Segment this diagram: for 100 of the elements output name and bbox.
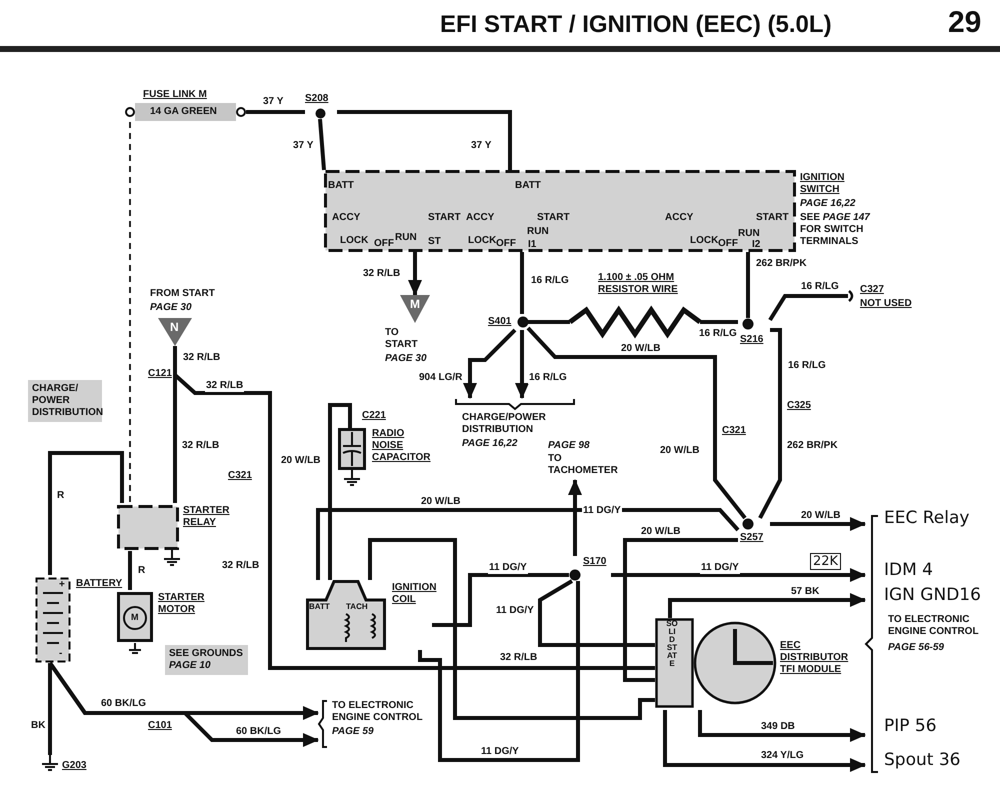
- terminal-label: ACCY: [332, 212, 360, 224]
- page-number: 29: [948, 6, 982, 40]
- component-label: EEC DISTRIBUTOR TFI MODULE: [780, 640, 850, 676]
- connector-label: NOT USED: [860, 298, 912, 310]
- component-label: IGNITION COIL: [392, 582, 437, 606]
- wire-arrow: [611, 568, 866, 582]
- terminal-label: I2: [752, 239, 760, 251]
- splice-label: S216: [740, 334, 764, 346]
- terminal-label: OFF: [496, 238, 516, 250]
- page-reference: PAGE 98: [548, 440, 590, 452]
- component-label: RADIO NOISE CAPACITOR: [372, 428, 430, 464]
- terminal-label: OFF: [718, 238, 738, 250]
- splice-label: S257: [740, 532, 764, 544]
- terminal-label: BATT: [515, 180, 541, 192]
- wire-arrow: [515, 330, 529, 399]
- terminal-label: START: [537, 212, 570, 224]
- wire: [48, 451, 124, 575]
- page-title: EFI START / IGNITION (EEC) (5.0L): [440, 10, 832, 40]
- polarity-sign: -: [59, 648, 62, 660]
- wire-arrow: [668, 593, 866, 618]
- wire: [538, 579, 655, 647]
- shaded-note: SEE GROUNDS PAGE 10: [165, 645, 248, 675]
- terminal-label: BATT: [328, 180, 354, 192]
- terminal-label: LOCK: [690, 235, 718, 247]
- dashed-wire: [129, 122, 131, 503]
- terminal-label: ACCY: [466, 212, 494, 224]
- handwritten-note: Spout 36: [884, 750, 960, 770]
- terminal-label: BATT: [309, 602, 330, 612]
- wire: [316, 508, 740, 580]
- terminal-label: ST: [428, 236, 441, 248]
- terminal-label: ACCY: [665, 212, 694, 224]
- page-reference: PAGE 30: [385, 353, 426, 365]
- terminal-label: START: [428, 212, 461, 224]
- motor-letter: M: [131, 612, 138, 623]
- connector-label: C121: [148, 368, 172, 380]
- terminal-label: START: [756, 212, 789, 224]
- beside-label: FROM START: [150, 288, 215, 300]
- component-label: BATTERY: [76, 578, 122, 590]
- wire: [368, 538, 655, 720]
- handwritten-note: PIP 56: [884, 716, 937, 736]
- wire: [526, 326, 747, 520]
- terminal-label: RUN: [527, 226, 549, 238]
- terminal-label: RUN: [395, 232, 417, 244]
- wire: [48, 663, 52, 755]
- connector-label: C327: [860, 284, 884, 296]
- terminal-label: OFF: [374, 238, 394, 250]
- wire: [418, 581, 580, 762]
- wire: [700, 320, 738, 324]
- splice-label: S208: [305, 93, 328, 105]
- wire-label: 11 DG/Y: [488, 562, 528, 574]
- wire: [528, 320, 570, 324]
- wire-arrow: [408, 252, 422, 296]
- destination-label: TO ELECTRONIC ENGINE CONTROL: [888, 614, 980, 638]
- wire-arrow: [568, 479, 582, 556]
- wire: [520, 252, 524, 314]
- splice-label: S401: [488, 316, 512, 328]
- destination-label: TO ELECTRONIC ENGINE CONTROL: [332, 700, 424, 724]
- polarity-sign: +: [59, 579, 65, 591]
- destination-label: TO TACHOMETER: [548, 453, 619, 477]
- wire-label: 32 R/LB: [182, 440, 220, 452]
- wire-label: 20 W/LB: [660, 445, 700, 457]
- connector-letter: M: [410, 297, 420, 311]
- terminal-label: RUN: [738, 228, 760, 240]
- component-label: 14 GA GREEN: [150, 106, 217, 118]
- connector-label: C325: [787, 400, 811, 412]
- terminal-label: LOCK: [340, 235, 368, 247]
- connector-label: C321: [228, 470, 252, 482]
- connector-label: C221: [362, 410, 386, 422]
- wire-arrow: [463, 328, 516, 399]
- wire: [246, 110, 305, 114]
- ground-label: G203: [62, 760, 86, 772]
- note-text: SEE PAGE 147 FOR SWITCH TERMINALS: [800, 212, 872, 248]
- wire-label: 32 R/LB: [205, 380, 244, 392]
- wire-arrow: [698, 710, 866, 742]
- wire-arrow: [770, 517, 866, 531]
- page-reference: PAGE 16,22: [800, 198, 856, 210]
- wire-label: 11 DG/Y: [700, 562, 740, 574]
- wire: [328, 403, 352, 580]
- wire-label: 32 R/LB: [222, 560, 260, 572]
- terminal-label: I1: [528, 239, 536, 251]
- page-reference: PAGE 59: [332, 726, 374, 738]
- wire: [768, 294, 848, 322]
- handwritten-note: EEC Relay: [884, 508, 970, 528]
- terminal-label: TACH: [346, 602, 368, 612]
- shaded-note: CHARGE/ POWER DISTRIBUTION: [28, 380, 102, 422]
- handwritten-note: IDM 4: [884, 560, 933, 580]
- splice-label: S170: [583, 556, 606, 568]
- wire: [758, 328, 782, 519]
- wire-arrow: [663, 710, 866, 772]
- terminal-label: LOCK: [468, 235, 496, 247]
- wire-label: 32 R/LB: [500, 652, 538, 664]
- wire: [337, 110, 512, 170]
- wire-label: 16 R/LG: [528, 372, 568, 384]
- connector-label: C321: [722, 425, 746, 437]
- wire: [746, 252, 750, 318]
- wire-label: 262 BR/PK: [787, 440, 838, 452]
- component-label: STARTER RELAY: [183, 505, 230, 529]
- wire: [318, 118, 326, 170]
- wire: [623, 538, 738, 682]
- beside-label: TO START: [385, 327, 419, 351]
